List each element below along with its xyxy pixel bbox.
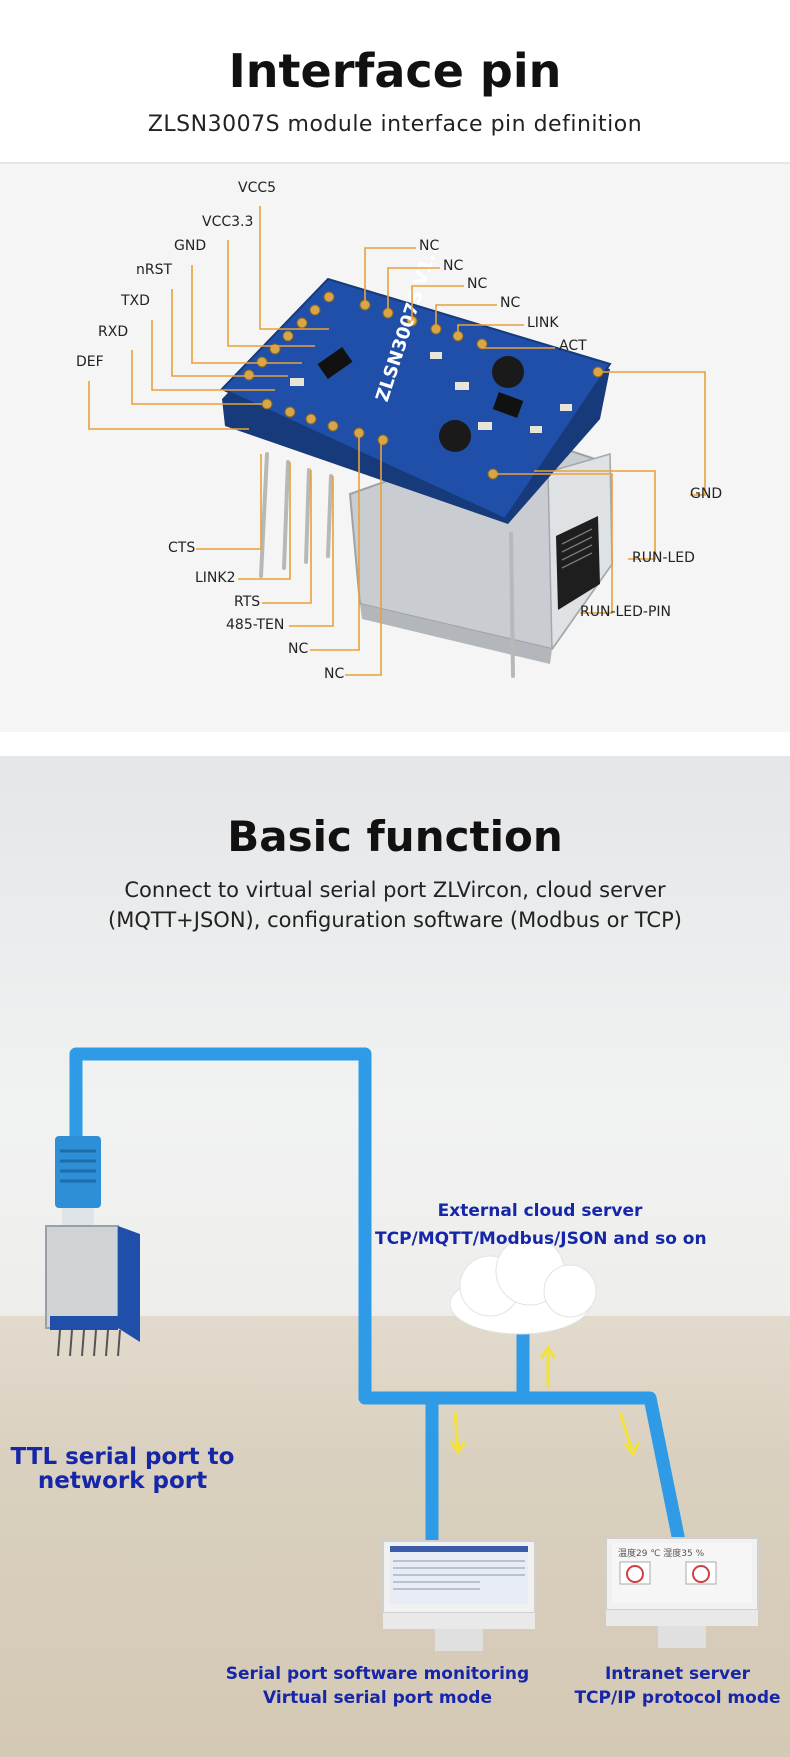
rj45-bottom <box>360 604 552 664</box>
interface-header: Interface pin ZLSN3007S module interface… <box>0 0 790 162</box>
pin-label-nc-5: NC <box>288 641 309 657</box>
monitor2-label-line1: Intranet server <box>604 1664 751 1684</box>
basic-section: 温度29 ℃ 湿度35 % Basic function Connect to … <box>0 756 790 1757</box>
basic-desc-line1: Connect to virtual serial port ZLVircon,… <box>124 878 666 902</box>
pin-leader-lines <box>88 206 706 676</box>
cloud-shape <box>449 1236 597 1335</box>
small-module <box>45 1225 140 1357</box>
pcb-board <box>220 277 612 521</box>
module-illustration: ZLSN3007S V1.1 <box>88 206 706 678</box>
pin-label-act: ACT <box>559 338 587 354</box>
pin-label-nc-2: NC <box>443 258 464 274</box>
pin-label-485-ten: 485-TEN <box>226 617 285 633</box>
pin-label-rts: RTS <box>234 594 261 610</box>
pin-label-run-led: RUN-LED <box>632 550 695 566</box>
intranet-screen-text: 温度29 ℃ 湿度35 % <box>618 1547 705 1559</box>
pin-label-rxd: RXD <box>98 324 129 340</box>
monitor1-label-line2: Virtual serial port mode <box>263 1688 492 1708</box>
network-cable <box>69 1047 687 1548</box>
pin-label-link2: LINK2 <box>195 570 236 586</box>
pin-label-gnd-right: GND <box>690 486 723 502</box>
rj45-port-opening <box>556 516 600 610</box>
monitor-intranet <box>605 1537 759 1648</box>
pin-label-nc-6: NC <box>324 666 345 682</box>
pin-label-txd: TXD <box>121 293 150 309</box>
rj45-contacts <box>561 528 593 569</box>
pin-label-link: LINK <box>527 315 559 331</box>
interface-title: Interface pin <box>228 44 562 98</box>
rj45-plug <box>55 1136 101 1226</box>
pin-label-nc-4: NC <box>500 295 521 311</box>
basic-desc-line2: (MQTT+JSON), configuration software (Mod… <box>108 908 682 932</box>
pin-label-gnd-left: GND <box>174 238 207 254</box>
pin-label-nrst: nRST <box>136 262 173 278</box>
cloud-label-line2: TCP/MQTT/Modbus/JSON and so on <box>375 1229 707 1249</box>
table-surface <box>0 1316 790 1757</box>
cloud-label-line1: External cloud server <box>437 1201 643 1221</box>
ttl-label-line1: TTL serial port to <box>10 1444 235 1470</box>
monitor-serial <box>382 1540 536 1651</box>
ttl-label-line2: network port <box>37 1468 208 1494</box>
monitor2-label-line2: TCP/IP protocol mode <box>574 1688 781 1708</box>
interface-figure: ZLSN3007S V1.1 <box>0 162 790 734</box>
bottom-pins <box>259 452 515 678</box>
pin-label-def: DEF <box>76 354 104 370</box>
pin-label-vcc3-3: VCC3.3 <box>202 214 254 230</box>
data-flow-arrows <box>449 1345 641 1457</box>
pin-label-vcc5: VCC5 <box>238 180 277 196</box>
network-scene: 温度29 ℃ 湿度35 % <box>0 1047 790 1757</box>
pin-label-nc-1: NC <box>419 238 440 254</box>
basic-title: Basic function <box>227 812 563 861</box>
pcb-components <box>290 347 572 452</box>
pin-label-nc-3: NC <box>467 276 488 292</box>
monitor1-label-line1: Serial port software monitoring <box>225 1664 530 1684</box>
pin-label-run-led-pin: RUN-LED-PIN <box>580 604 672 620</box>
interface-subtitle: ZLSN3007S module interface pin definitio… <box>147 112 643 137</box>
pin-label-cts: CTS <box>168 540 196 556</box>
section-gap <box>0 732 790 756</box>
